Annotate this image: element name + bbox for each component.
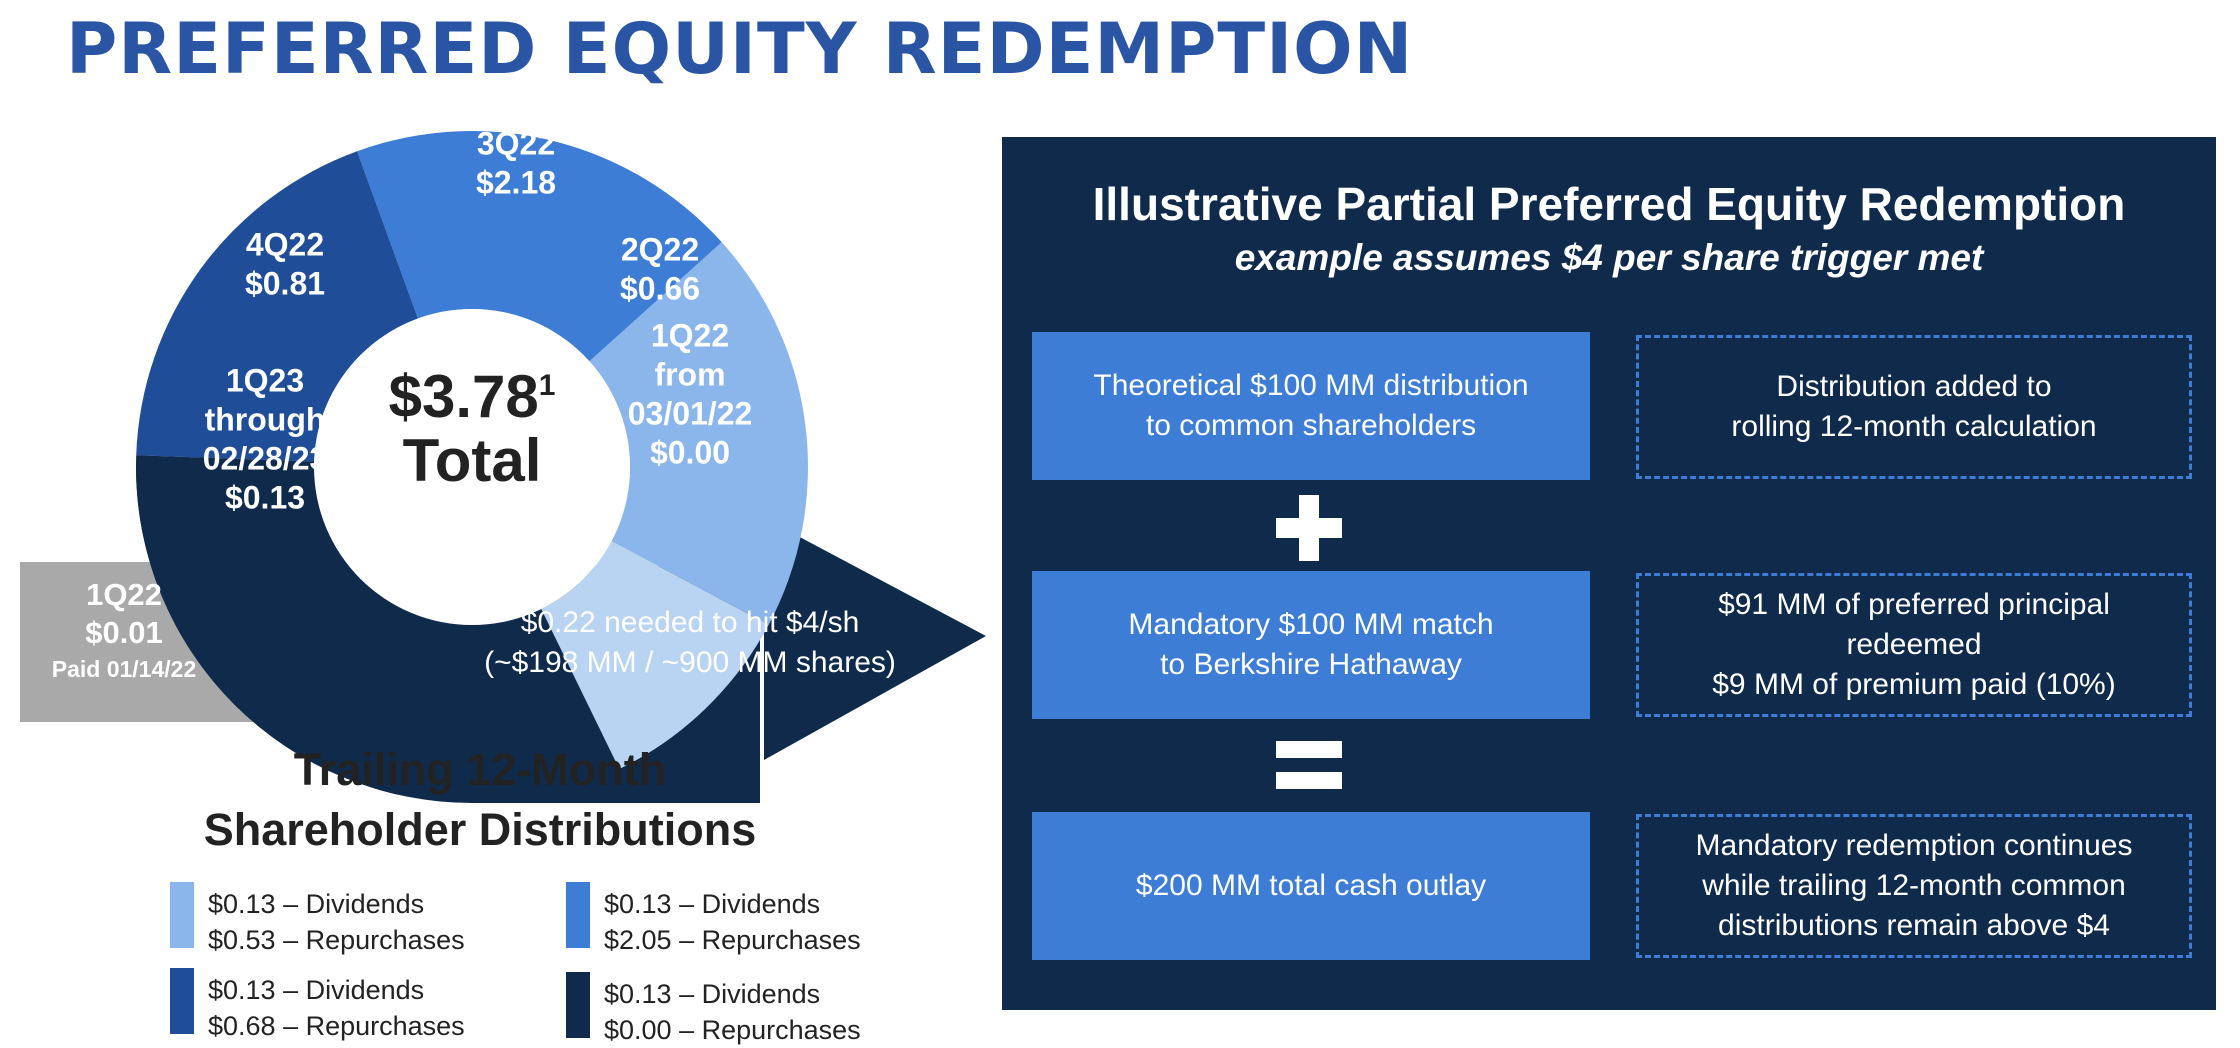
excluded-label-1: $0.01 <box>85 615 163 650</box>
segment-label-1q23-through-02-28-23-0: 1Q23 <box>226 363 304 399</box>
panel-title: Illustrative Partial Preferred Equity Re… <box>1092 178 2126 230</box>
excluded-label-2: Paid 01/14/22 <box>52 656 197 682</box>
segment-4q22 <box>136 151 418 462</box>
segment-label-3q22-0: 3Q22 <box>477 126 555 162</box>
legend-swatch-3q22 <box>566 882 590 948</box>
redemption-panel: Illustrative Partial Preferred Equity Re… <box>1002 137 2216 1010</box>
segment-label-2q22-0: 2Q22 <box>621 232 699 268</box>
legend-text-4q22: $0.13 – Dividends $0.68 – Repurchases <box>208 975 465 1041</box>
total-outlay-box: $200 MM total cash outlay <box>1032 812 1590 960</box>
redemption-note-box: $91 MM of preferred principal redeemed $… <box>1636 573 2192 717</box>
legend-text-2q22: $0.13 – Dividends $0.53 – Repurchases <box>208 889 465 955</box>
legend-swatch-4q22 <box>170 968 194 1034</box>
panel-subtitle: example assumes $4 per share trigger met <box>1234 237 1984 278</box>
legend-swatch-2q22 <box>170 882 194 948</box>
legend-swatch-1q23 <box>566 972 590 1038</box>
segment-2q22 <box>589 242 808 625</box>
chart-caption: Trailing 12-Month Shareholder Distributi… <box>150 740 810 860</box>
chart-caption-line-2: Shareholder Distributions <box>203 804 757 855</box>
segment-label-1q23-through-02-28-23-2: 02/28/23 <box>203 441 328 477</box>
segment-label-4q22-0: 4Q22 <box>246 227 324 263</box>
segment-label-4q22-1: $0.81 <box>245 266 325 302</box>
arrow-text-1: (~$198 MM / ~900 MM shares) <box>484 646 896 679</box>
distribution-donut-chart: 1Q22from03/01/22$0.002Q22$0.663Q22$2.184… <box>20 126 986 803</box>
segment-label-1q23-through-02-28-23-1: through <box>205 402 326 438</box>
segment-1q23-through-02-28-23 <box>135 455 363 709</box>
segment-1q22-from-03-01-22 <box>541 541 769 769</box>
match-box: Mandatory $100 MM match to Berkshire Hat… <box>1032 571 1590 719</box>
arrow-text-0: $0.22 needed to hit $4/sh <box>521 606 860 639</box>
total-superscript: 1 <box>539 369 556 402</box>
segment-label-1q22-from-03-01-22-1: from <box>654 357 725 393</box>
chart-caption-line-1: Trailing 12-Month <box>293 744 667 795</box>
continuation-note-box: Mandatory redemption continues while tra… <box>1636 814 2192 958</box>
segment-label-3q22-1: $2.18 <box>476 165 556 201</box>
segment-label-1q22-from-03-01-22-3: $0.00 <box>650 435 730 471</box>
page-title: PREFERRED EQUITY REDEMPTION <box>66 8 1414 90</box>
total-label: Total <box>403 427 542 494</box>
total-value: $3.781 <box>389 363 556 430</box>
distribution-box: Theoretical $100 MM distribution to comm… <box>1032 332 1590 480</box>
legend-text-1q23: $0.13 – Dividends $0.00 – Repurchases <box>604 979 861 1045</box>
donut-hole <box>314 309 630 625</box>
distribution-note-box: Distribution added to rolling 12-month c… <box>1636 335 2192 479</box>
plus-icon <box>1276 495 1342 561</box>
segment-label-1q22-from-03-01-22-2: 03/01/22 <box>628 396 753 432</box>
segment-label-1q22-from-03-01-22-0: 1Q22 <box>651 318 729 354</box>
equals-icon <box>1276 741 1342 791</box>
excluded-label-0: 1Q22 <box>86 577 162 612</box>
legend-text-3q22: $0.13 – Dividends $2.05 – Repurchases <box>604 889 861 955</box>
segment-label-2q22-1: $0.66 <box>620 271 700 307</box>
segment-label-1q23-through-02-28-23-3: $0.13 <box>225 480 305 516</box>
arrow-head <box>764 518 986 760</box>
segment-3q22 <box>357 130 722 362</box>
